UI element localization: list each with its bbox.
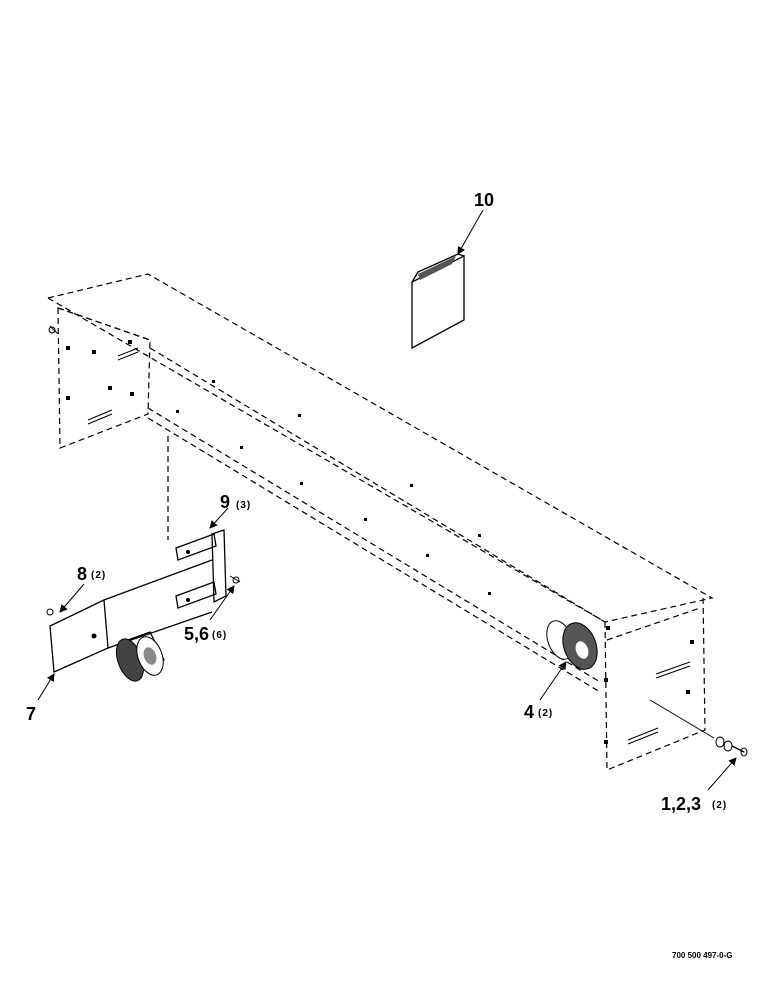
leader-lines xyxy=(37,209,737,791)
callout-5-6: 5,6 xyxy=(184,624,209,644)
callout-4: 4 xyxy=(524,702,534,722)
callout-1-2-3: 1,2,3 xyxy=(661,794,701,814)
right-roller-part xyxy=(546,620,598,670)
bracket-part xyxy=(175,529,227,609)
left-plate-holes xyxy=(66,340,139,425)
callout-9-qty: (3) xyxy=(236,500,251,511)
beam-holes xyxy=(176,380,491,595)
left-roller-part xyxy=(115,631,165,682)
fasteners xyxy=(46,325,748,757)
callout-5-6-qty: (6) xyxy=(212,630,227,641)
right-plate-holes xyxy=(604,626,694,745)
frame-assembly-outline xyxy=(47,273,714,771)
operator-manual-part xyxy=(411,253,465,350)
callout-9: 9 xyxy=(220,492,230,512)
callout-4-qty: (2) xyxy=(538,708,553,719)
callout-8-qty: (2) xyxy=(91,570,106,581)
callout-1-2-3-qty: (2) xyxy=(712,800,727,811)
figure-reference-number: 700 500 497-0-G xyxy=(672,951,733,960)
callout-8: 8 xyxy=(77,564,87,584)
callout-10: 10 xyxy=(474,190,494,210)
callout-labels: 10 9 (3) 8 (2) 5,6 (6) 7 4 (2) 1,2,3 (2) xyxy=(26,190,727,814)
callout-7: 7 xyxy=(26,704,36,724)
